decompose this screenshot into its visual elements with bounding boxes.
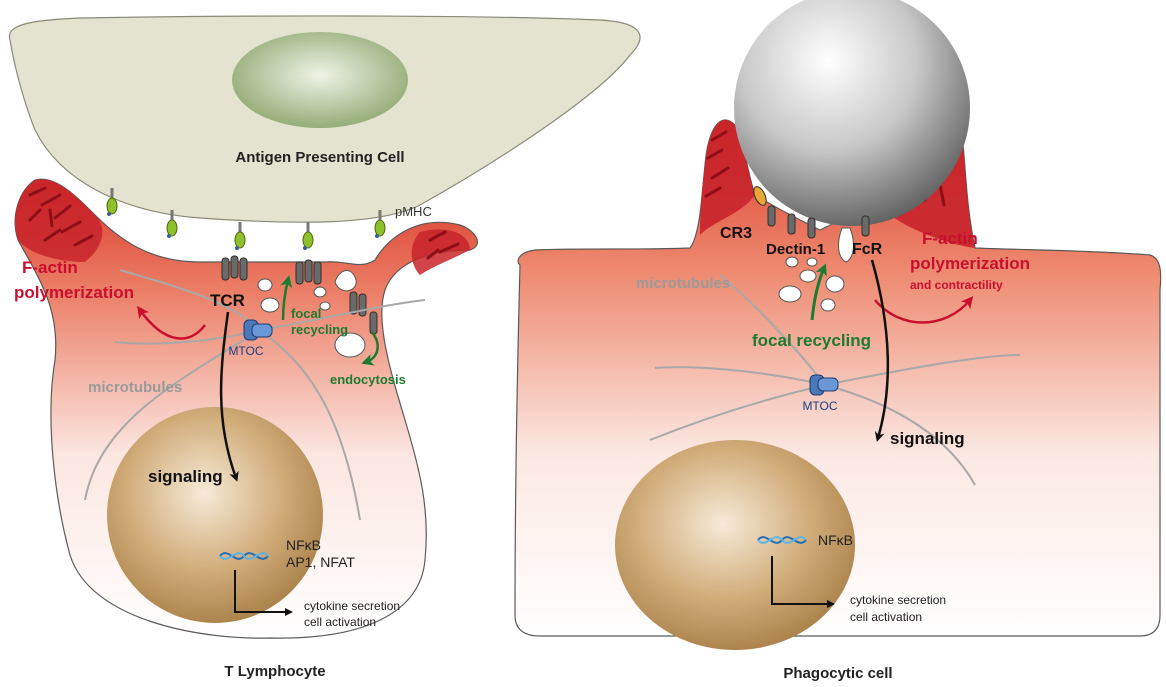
- endocytosis-label: endocytosis: [330, 372, 406, 387]
- transcription-arrow-left: [234, 570, 293, 616]
- actin-filaments-left: [28, 186, 94, 247]
- output-label-right-1: cytokine secretion: [850, 593, 946, 607]
- nfkb-label-right: NFκB: [818, 532, 853, 548]
- signaling-label-left: signaling: [148, 467, 223, 486]
- factin-arrow-left: [137, 305, 206, 340]
- pmhc-molecules: [106, 188, 386, 250]
- signaling-arrow-right: [870, 259, 890, 442]
- microtubules-label-right: microtubules: [636, 275, 730, 292]
- endocytosis-arrow: [361, 331, 379, 366]
- signaling-label-right: signaling: [890, 429, 965, 448]
- dna-icon-left: [219, 552, 269, 560]
- focal-label-left-1: focal: [291, 306, 321, 321]
- focal-recycling-arrow-left: [280, 275, 293, 321]
- actin-filaments-right: [426, 230, 460, 260]
- vesicles-left: [257, 270, 366, 358]
- t-cell-nucleus: [107, 407, 323, 623]
- t-lymphocyte-title: T Lymphocyte: [224, 663, 325, 680]
- apc-nucleus: [232, 32, 408, 128]
- focal-label-left-2: recycling: [291, 322, 348, 337]
- tcr-clusters: [221, 255, 378, 335]
- microtubules-label-left: microtubules: [88, 379, 182, 396]
- dna-icon-right: [757, 536, 807, 544]
- focal-recycling-label-right: focal recycling: [752, 331, 871, 350]
- actin-filaments-cup-left: [704, 130, 730, 198]
- ap1-nfat-label: AP1, NFAT: [286, 554, 355, 570]
- factin-label-right-1: F-actin: [922, 229, 978, 248]
- phagocyte-nucleus: [615, 440, 855, 650]
- output-label-right-2: cell activation: [850, 610, 922, 624]
- apc-title: Antigen Presenting Cell: [235, 149, 404, 166]
- dectin-label: Dectin-1: [766, 241, 825, 258]
- nfkb-label-left: NFκB: [286, 537, 321, 553]
- mtoc-right: [809, 374, 839, 396]
- factin-label-left-1: F-actin: [22, 258, 78, 277]
- cr3-label: CR3: [720, 225, 752, 242]
- factin-label-right-2: polymerization: [910, 254, 1030, 273]
- output-label-left-2: cell activation: [304, 615, 376, 629]
- vesicles-right: [778, 227, 854, 312]
- particle-bead: [734, 0, 970, 226]
- mtoc-right-label: MTOC: [802, 399, 837, 413]
- tcr-label: TCR: [210, 291, 245, 310]
- microtubules-left: [84, 269, 426, 521]
- focal-recycling-arrow-right: [810, 263, 827, 321]
- phagocytic-receptors: [753, 186, 870, 239]
- factin-label-right-3: and contractility: [910, 278, 1003, 292]
- phagocytic-cell-title: Phagocytic cell: [783, 665, 892, 682]
- transcription-arrow-right: [771, 556, 835, 608]
- factin-label-left-2: polymerization: [14, 283, 134, 302]
- mtoc-left: [243, 319, 273, 341]
- microtubules-right: [649, 274, 1021, 486]
- pmhc-label: pMHC: [395, 204, 432, 219]
- mtoc-left-label: MTOC: [228, 344, 263, 358]
- signaling-arrow-left: [219, 311, 239, 482]
- fcr-label: FcR: [852, 241, 883, 258]
- output-label-left-1: cytokine secretion: [304, 599, 400, 613]
